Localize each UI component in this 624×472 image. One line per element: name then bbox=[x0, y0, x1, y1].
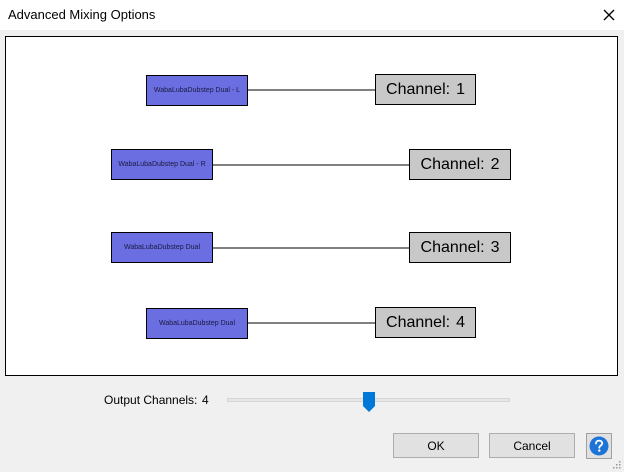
help-button[interactable] bbox=[586, 433, 612, 459]
routing-canvas: WabaLubaDubstep Dual - L Channel: 1 WabaL… bbox=[5, 36, 618, 376]
channel-number: 2 bbox=[490, 155, 500, 173]
connection-lines bbox=[213, 89, 409, 324]
help-icon bbox=[589, 436, 609, 456]
slider-thumb-icon bbox=[363, 392, 375, 412]
source-track-label: WabaLubaDubstep Dual - L bbox=[153, 87, 241, 94]
output-channels-label: Output Channels: bbox=[104, 393, 198, 407]
close-button[interactable] bbox=[594, 0, 624, 30]
channel-label: Channel: bbox=[420, 155, 485, 173]
cancel-button[interactable]: Cancel bbox=[489, 433, 575, 458]
output-channel-1[interactable]: Channel: 1 bbox=[375, 74, 476, 105]
output-channels-slider-thumb[interactable] bbox=[363, 392, 375, 412]
source-track-4[interactable]: WabaLubaDubstep Dual bbox=[146, 308, 248, 339]
source-track-3[interactable]: WabaLubaDubstep Dual bbox=[111, 232, 213, 263]
ok-button[interactable]: OK bbox=[393, 433, 479, 458]
channel-label: Channel: bbox=[420, 238, 485, 256]
title-bar: Advanced Mixing Options bbox=[0, 0, 624, 30]
output-channel-2[interactable]: Channel: 2 bbox=[409, 149, 511, 180]
channel-number: 4 bbox=[456, 313, 465, 331]
channel-number: 1 bbox=[456, 80, 465, 98]
source-track-label: WabaLubaDubstep Dual - R bbox=[118, 161, 206, 168]
close-icon bbox=[603, 9, 615, 21]
channel-number: 3 bbox=[490, 238, 500, 256]
resize-grip-icon[interactable] bbox=[612, 460, 621, 469]
output-channels-value: 4 bbox=[202, 393, 209, 407]
output-channel-4[interactable]: Channel: 4 bbox=[375, 307, 476, 338]
source-track-2[interactable]: WabaLubaDubstep Dual - R bbox=[111, 149, 213, 180]
window-title: Advanced Mixing Options bbox=[8, 7, 156, 22]
channel-label: Channel: bbox=[386, 80, 451, 98]
source-track-1[interactable]: WabaLubaDubstep Dual - L bbox=[146, 75, 248, 106]
source-track-label: WabaLubaDubstep Dual bbox=[158, 320, 235, 327]
source-track-label: WabaLubaDubstep Dual bbox=[123, 244, 200, 251]
output-channel-3[interactable]: Channel: 3 bbox=[409, 232, 511, 263]
channel-label: Channel: bbox=[386, 313, 451, 331]
